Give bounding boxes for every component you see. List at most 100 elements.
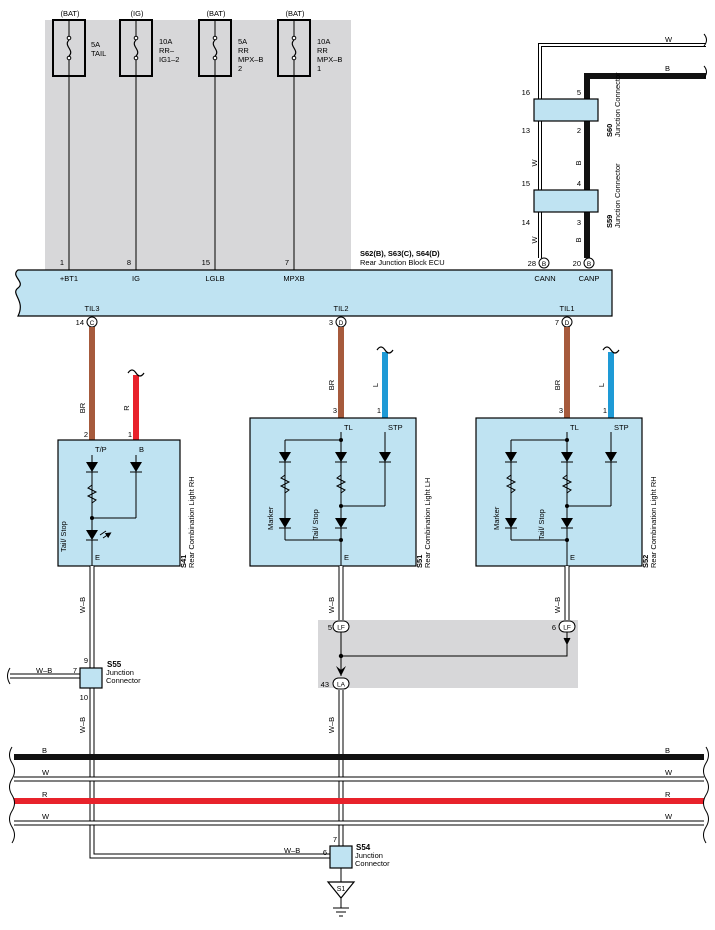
lf-conn: LF — [563, 625, 571, 632]
s54-ref: S54 — [356, 843, 371, 852]
s55-pin: 7 — [73, 666, 77, 675]
ecu-terminal: TIL1 — [559, 304, 574, 313]
lamp-label: Tail/ Stop — [537, 509, 546, 540]
s54-pin: 7 — [333, 835, 337, 844]
light-name: Rear Combination Light RH — [187, 476, 196, 568]
out-conn: D — [339, 320, 344, 327]
s60-pin: 16 — [522, 88, 530, 97]
s55-pin: 10 — [80, 693, 88, 702]
s59-ref: S59 — [605, 215, 614, 228]
light-ref: S51 — [415, 555, 424, 568]
fuse-tail: (BAT) 5A TAIL 1 — [52, 9, 106, 270]
wire-color: W–B — [327, 597, 336, 613]
ground-icon: S1 — [326, 881, 356, 917]
junction-lf-la: 5 LF 6 LF 43 LA — [321, 620, 576, 690]
light-s52: 3 1 TL STP Marker Tail/ Stop E S52 Rear … — [475, 406, 658, 568]
fuse-rating: 10A — [317, 37, 330, 46]
marker-label: Marker — [266, 506, 275, 530]
s55-ref: S55 — [107, 660, 122, 669]
light-s51: 3 1 TL STP Marker Tail/ Stop E S51 Rear … — [249, 406, 432, 568]
fuse-rating: 5A — [91, 40, 100, 49]
terminal: E — [344, 553, 349, 562]
fuse-supply: (BAT) — [285, 9, 305, 18]
fuse-rating: 5A — [238, 37, 247, 46]
light-s41: 2 1 T/P B Tail/ Stop E S41 Rear Combinat… — [57, 430, 196, 568]
s60-ref: S60 — [605, 124, 614, 137]
wire-color: W–B — [284, 846, 300, 855]
ecu-name: Rear Junction Block ECU — [360, 258, 445, 267]
terminal: STP — [614, 423, 629, 432]
terminal: E — [570, 553, 575, 562]
la-pin: 43 — [321, 680, 329, 689]
s60-name: Junction Connector — [613, 72, 622, 137]
s54-name: Junction Connector — [355, 852, 390, 868]
wire-color: W–B — [36, 666, 52, 675]
can-pin: 28 — [528, 259, 536, 268]
marker-label: Marker — [492, 506, 501, 530]
out-conn: C — [90, 320, 95, 327]
pin: 1 — [128, 430, 132, 439]
ecu-pin: 8 — [127, 258, 131, 267]
bus-label: W — [42, 768, 50, 777]
terminal: TL — [570, 423, 579, 432]
pin: 3 — [559, 406, 563, 415]
fuse-name: 2 — [238, 64, 242, 73]
terminal: TL — [344, 423, 353, 432]
la-conn: LA — [337, 682, 346, 689]
wire-color: R — [122, 405, 131, 411]
fuse-name: IG1–2 — [159, 55, 179, 64]
terminal: E — [95, 553, 100, 562]
wire-color: B — [665, 64, 670, 73]
wire-color: L — [371, 383, 380, 387]
wire-color: B — [574, 237, 583, 242]
fuse-name: RR — [238, 46, 249, 55]
light-feed-wires: BR R BR L BR L — [78, 327, 620, 440]
fuse-name: MPX–B — [317, 55, 342, 64]
fuse-supply: (IG) — [131, 9, 144, 18]
junction-s55: 9 7 10 S55 Junction Connector — [73, 656, 141, 702]
bus-label: W — [665, 768, 673, 777]
wire-color: W — [530, 159, 539, 167]
fuse-name: 1 — [317, 64, 321, 73]
out-pin: 3 — [329, 318, 333, 327]
fuse-rr-mpx-b2: (BAT) 5A RR MPX–B 2 15 — [198, 9, 263, 270]
s60-pin: 13 — [522, 126, 530, 135]
terminal: STP — [388, 423, 403, 432]
ecu-output-connectors: 14 C 3 D 7 D — [76, 316, 573, 328]
bus-label: B — [665, 746, 670, 755]
ecu-terminal: TIL2 — [333, 304, 348, 313]
junction-s54: 7 6 S54 Junction Connector — [323, 835, 390, 869]
wire-color: W–B — [78, 717, 87, 733]
s59-pin: 14 — [522, 218, 530, 227]
s59-name: Junction Connector — [613, 163, 622, 228]
s60-pin: 5 — [577, 88, 581, 97]
terminal: B — [139, 445, 144, 454]
wire-color: BR — [327, 379, 336, 390]
wire-color: B — [574, 160, 583, 165]
wire-color: W–B — [327, 717, 336, 733]
s59-pin: 3 — [577, 218, 581, 227]
out-pin: 7 — [555, 318, 559, 327]
wire-color: W–B — [553, 597, 562, 613]
ecu-terminal: LGLB — [205, 274, 224, 283]
rear-junction-block-ecu: S62(B), S63(C), S64(D) Rear Junction Blo… — [15, 249, 613, 317]
fuse-supply: (BAT) — [60, 9, 80, 18]
ecu-pin: 7 — [285, 258, 289, 267]
fuse-name: MPX–B — [238, 55, 263, 64]
can-pin: 20 — [573, 259, 581, 268]
ground-label: S1 — [337, 886, 346, 893]
ecu-terminal: +BT1 — [60, 274, 78, 283]
terminal: T/P — [95, 445, 107, 454]
wire-color: BR — [553, 379, 562, 390]
pin: 1 — [603, 406, 607, 415]
bus-label: W — [42, 812, 50, 821]
wire-color: W — [665, 35, 673, 44]
s59-pin: 4 — [577, 179, 581, 188]
fuse-name: TAIL — [91, 49, 106, 58]
s55-name: Junction Connector — [106, 669, 141, 685]
ecu-ref: S62(B), S63(C), S64(D) — [360, 249, 440, 258]
bus-label: R — [42, 790, 48, 799]
wire-color: L — [597, 383, 606, 387]
fuse-rr-ig1-2: (IG) 10A RR– IG1–2 8 — [119, 9, 179, 270]
